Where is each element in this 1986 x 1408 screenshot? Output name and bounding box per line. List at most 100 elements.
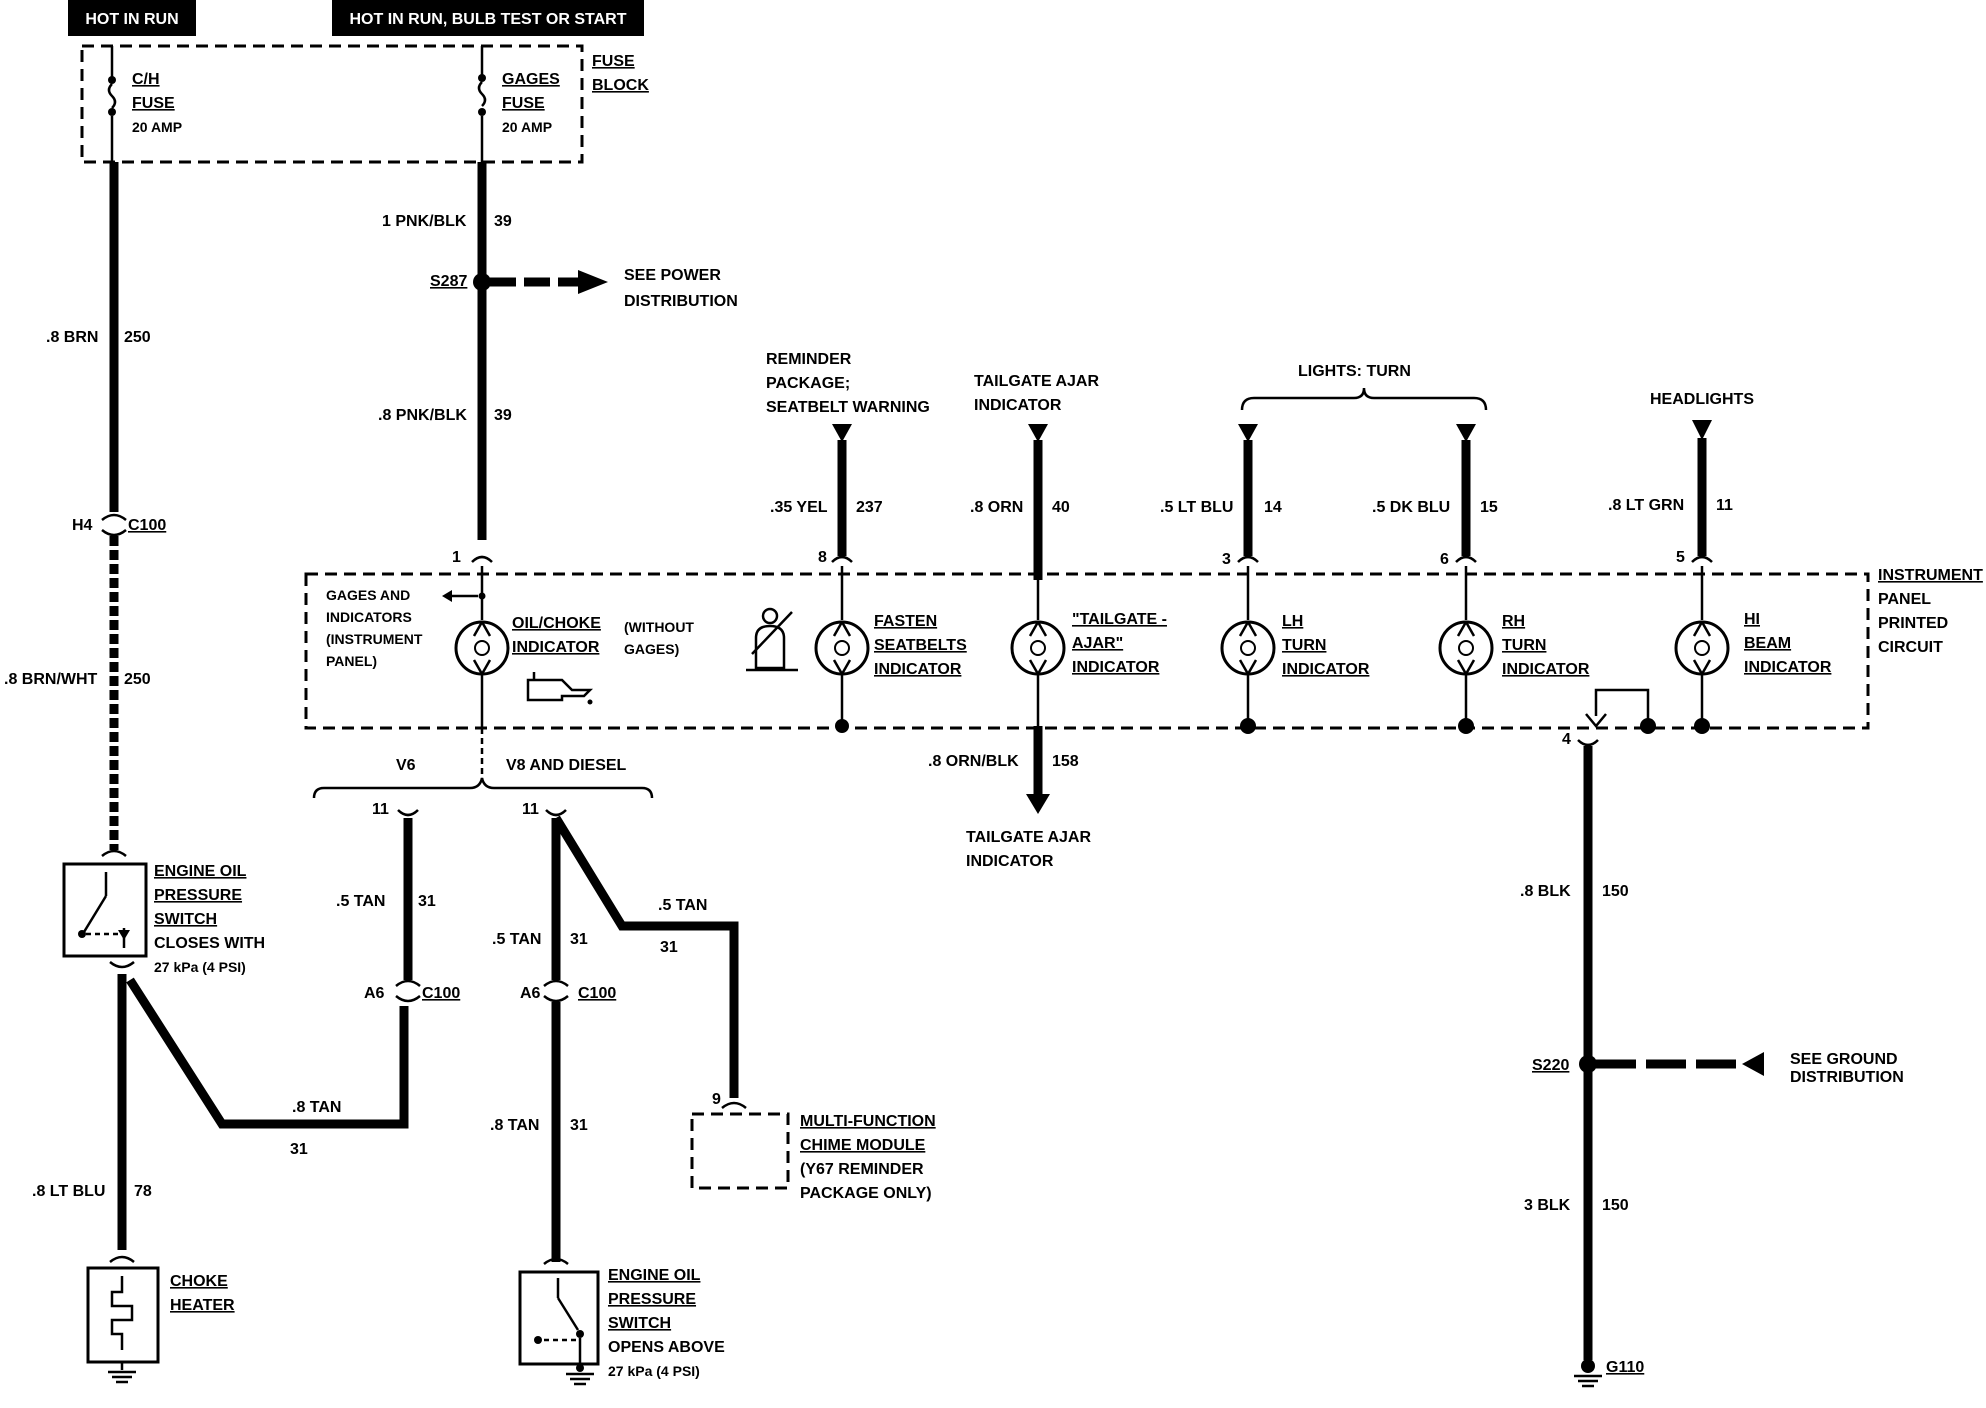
hi-beam-indicator: HI BEAM INDICATOR [1674,566,1832,726]
see-ground-2: DISTRIBUTION [1790,1069,1904,1086]
connector-c100-b-label: C100 [422,985,460,1002]
wire-31-v6-num: 31 [418,893,436,910]
arrow-left-icon [1742,1052,1764,1076]
reminder-label-1: REMINDER [766,351,852,368]
wire-31-v8-gauge: .5 TAN [492,931,541,948]
connector-h4-bottom [101,529,127,537]
panel-top-pins: 1 8 3 6 5 [452,549,1713,568]
wire-39-bot-num: 39 [494,407,512,424]
fasten-label-3: INDICATOR [874,661,962,678]
v8-diesel-label: V8 AND DIESEL [506,757,627,774]
wire-40-num: 40 [1052,499,1070,516]
oil-choke-indicator: OIL/CHOKE INDICATOR (WITHOUT GAGES) [454,596,694,728]
engine-option-split: V6 V8 AND DIESEL [312,728,654,799]
chime-label-4: PACKAGE ONLY) [800,1185,932,1202]
ch-fuse-label-1: C/H [132,71,160,88]
bulb-icon [454,620,510,676]
lh-turn-label-1: LH [1282,613,1303,630]
wire-31-v6-gauge: .5 TAN [336,893,385,910]
fuse-block-label-1: FUSE [592,53,635,70]
tailgate-in-label-2: INDICATOR [974,397,1062,414]
fuse-block: FUSE BLOCK C/H FUSE 20 AMP GAGES FUSE 20… [80,44,649,164]
see-ground-1: SEE GROUND [1790,1051,1898,1068]
ground-g110: G110 [1574,1359,1644,1388]
tailgate-in-label-1: TAILGATE AJAR [974,373,1099,390]
oil-can-icon [526,672,594,705]
pin-9-label: 9 [712,1091,721,1108]
headlights-label: HEADLIGHTS [1650,391,1754,408]
wire-150-top-num: 150 [1602,883,1629,900]
lh-turn-label-2: TURN [1282,637,1326,654]
pin-11-a-label: 11 [372,801,389,818]
gages-indicators-label-4: PANEL) [326,653,377,669]
tailgate-out-label-1: TAILGATE AJAR [966,829,1091,846]
v6-label: V6 [396,757,416,774]
input-rh-turn: .5 DK BLU 15 [1372,424,1498,556]
rh-turn-indicator: RH TURN INDICATOR [1438,566,1590,726]
panel-label-3: PRINTED [1878,615,1948,632]
gages-indicators-label-1: GAGES AND [326,587,410,603]
eops-open-label-3: SWITCH [608,1315,671,1332]
eops-open-label-1: ENGINE OIL [608,1267,701,1284]
ground-icon [566,1364,594,1386]
wire-78-num: 78 [134,1183,152,1200]
wire-14-gauge: .5 LT BLU [1160,499,1233,516]
ch-fuse-label-2: FUSE [132,95,175,112]
ground-g110-label: G110 [1606,1359,1644,1376]
wire-14-num: 14 [1264,499,1282,516]
wire-39-bot-gauge: .8 PNK/BLK [378,407,467,424]
wire-158-gauge: .8 ORN/BLK [928,753,1019,770]
rh-turn-label-2: TURN [1502,637,1546,654]
connector-a6-a-label: A6 [364,985,385,1002]
wire-237-num: 237 [856,499,883,516]
input-reminder-package: REMINDER PACKAGE; SEATBELT WARNING .35 Y… [766,351,930,556]
lights-turn-bracket: LIGHTS: TURN [1240,363,1488,411]
instrument-panel-circuit: INSTRUMENT PANEL PRINTED CIRCUIT GAGES A… [304,566,1983,734]
gages-fuse: GAGES FUSE 20 AMP [477,46,560,162]
wire-31-diagonal: .8 TAN 31 [126,977,409,1158]
wire-31-v8-bot-num: 31 [570,1117,588,1134]
bulb-icon [1220,620,1276,676]
bulb-icon [1674,620,1730,676]
pin-1-label: 1 [452,549,461,566]
see-power-1: SEE POWER [624,267,721,284]
wire-78: .8 LT BLU 78 [32,974,152,1250]
chime-label-3: (Y67 REMINDER [800,1161,924,1178]
tailgate-ind-label-3: INDICATOR [1072,659,1160,676]
ground-icon [108,1362,136,1384]
splice-s287: S287 SEE POWER DISTRIBUTION [430,267,738,310]
wire-250-top-gauge: .8 BRN [46,329,98,346]
arrow-down-icon [1028,424,1048,442]
eops-close-label-5: 27 kPa (4 PSI) [154,959,246,975]
choke-heater: CHOKE HEATER [86,1255,235,1384]
wire-39-top-num: 39 [494,213,512,230]
ch-fuse-amp: 20 AMP [132,119,182,135]
pin-8-label: 8 [818,549,827,566]
header-hot-in-run-bulb-test: HOT IN RUN, BULB TEST OR START [332,0,644,36]
arrow-left-icon [442,590,452,602]
chime-label-1: MULTI-FUNCTION [800,1113,936,1130]
wire-158-num: 158 [1052,753,1079,770]
wire-250: .8 BRN 250 H4 C100 .8 BRN/WHT 250 [4,162,166,850]
seatbelt-icon [746,607,798,672]
wire-11-gauge: .8 LT GRN [1608,497,1684,514]
connector-c100-c-label: C100 [578,985,616,1002]
wire-150-top-gauge: .8 BLK [1520,883,1571,900]
lh-turn-indicator: LH TURN INDICATOR [1220,566,1370,726]
arrow-down-icon [1238,424,1258,442]
panel-label-2: PANEL [1878,591,1931,608]
wire-250-top-num: 250 [124,329,151,346]
gages-fuse-label-2: FUSE [502,95,545,112]
wire-31-v8-bot-gauge: .8 TAN [490,1117,539,1134]
panel-label-1: INSTRUMENT [1878,567,1983,584]
engine-oil-pressure-switch-closes: ENGINE OIL PRESSURE SWITCH CLOSES WITH 2… [62,849,265,975]
output-tailgate-ajar: .8 ORN/BLK 158 TAILGATE AJAR INDICATOR [928,726,1091,870]
wire-150-bot-gauge: 3 BLK [1524,1197,1571,1214]
hi-beam-label-2: BEAM [1744,635,1791,652]
arrow-down-icon [1456,424,1476,442]
oil-choke-label-2: INDICATOR [512,639,600,656]
eops-open-label-2: PRESSURE [608,1291,696,1308]
splice-s287-label: S287 [430,273,467,290]
bulb-icon [1010,620,1066,676]
